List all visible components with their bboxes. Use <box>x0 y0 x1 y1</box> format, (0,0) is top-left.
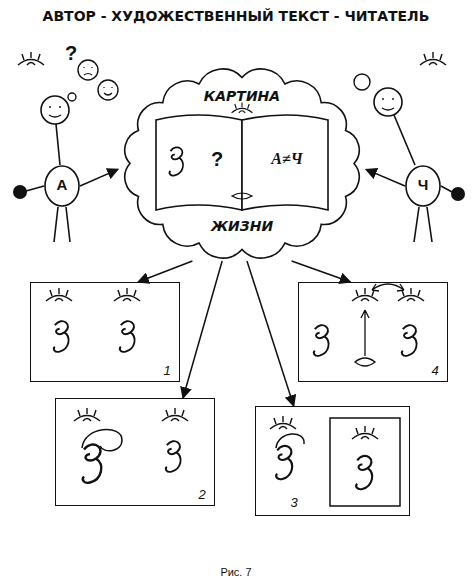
thought-face-features <box>84 67 92 75</box>
reader-face <box>382 98 394 110</box>
reader-body: Ч <box>405 165 441 207</box>
thought-bubble <box>354 74 370 90</box>
eye-top-right <box>420 52 446 65</box>
node-text: КАРТИНА <box>118 88 366 104</box>
node-text: 4 <box>427 363 443 378</box>
node-text: 1 <box>159 363 175 378</box>
author-dot <box>13 185 27 199</box>
panel-box: 4 <box>298 282 448 382</box>
thought-face-features <box>104 87 112 95</box>
panel-3-figures <box>270 416 400 506</box>
panel-box: 1 <box>30 282 180 382</box>
panel-1-figures <box>46 288 140 352</box>
node-text: А≠Ч <box>252 150 322 168</box>
thought-face <box>78 60 98 80</box>
reader-limbs <box>394 115 452 242</box>
node-text: 3 <box>286 495 302 510</box>
panel-box: 2 <box>55 398 215 506</box>
eye-top-left <box>18 52 44 65</box>
panel-2-figures <box>74 408 188 483</box>
note-label: ? <box>60 42 82 65</box>
node-text: 2 <box>194 487 210 502</box>
arrow-connector <box>183 261 222 398</box>
arrow-connector <box>80 169 118 186</box>
node-text: А <box>44 176 80 193</box>
author-body: А <box>44 165 80 207</box>
author-head <box>41 96 69 124</box>
reader-head <box>374 88 402 116</box>
node-outline <box>152 110 332 214</box>
node-text: Ч <box>405 176 441 193</box>
author-face <box>49 106 61 117</box>
reader-dot <box>451 187 465 201</box>
cloud-region: КАРТИНА ЖИЗНИ? А≠Ч <box>118 66 366 261</box>
caption-text: Рис. 7 <box>0 566 472 578</box>
thought-face <box>98 80 118 100</box>
thought-bubble <box>68 93 76 101</box>
arrow-connector <box>366 169 405 186</box>
arrow-connector <box>292 261 351 282</box>
node-text: ? <box>202 148 232 171</box>
open-book: ? А≠Ч <box>152 110 332 214</box>
arrow-connector <box>247 261 294 406</box>
panel-box: 3 <box>255 406 410 516</box>
panel-4-figures <box>314 284 424 366</box>
node-text: ЖИЗНИ <box>118 218 366 234</box>
title-text: АВТОР - ХУДОЖЕСТВЕННЫЙ ТЕКСТ - ЧИТАТЕЛЬ <box>0 8 472 24</box>
arrow-connector <box>138 261 192 282</box>
